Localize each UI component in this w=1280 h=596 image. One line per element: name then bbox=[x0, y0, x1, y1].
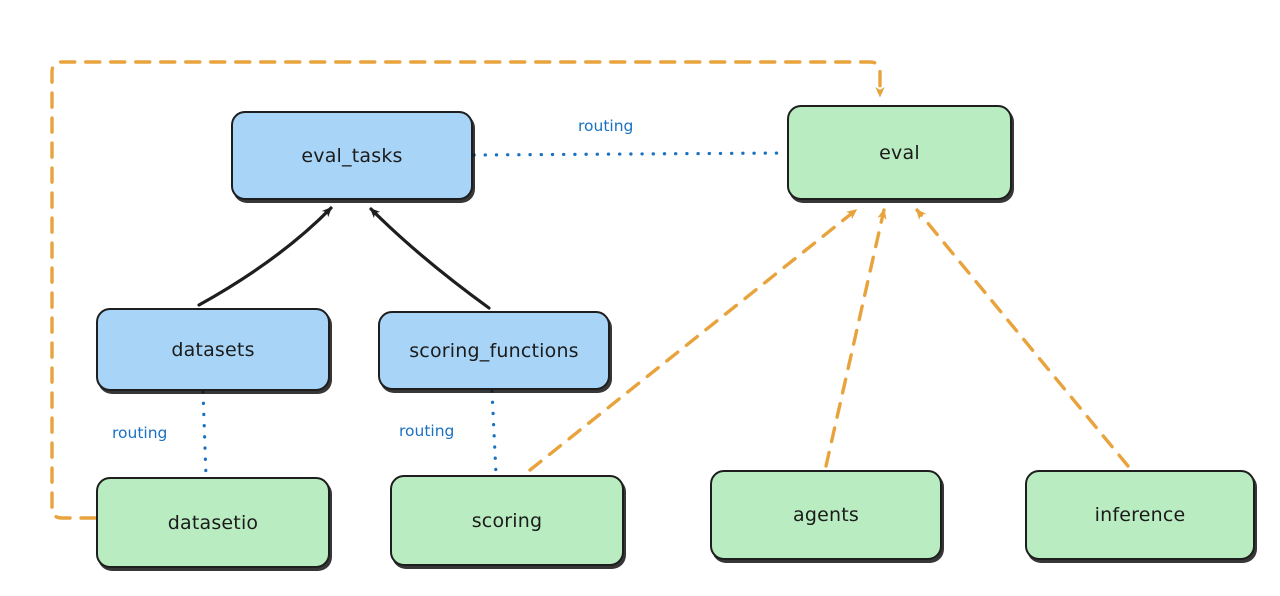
edge-scoring_functions-eval_tasks bbox=[369, 207, 491, 310]
edge-label-routing-scoring: routing bbox=[399, 422, 455, 440]
edge-datasets-eval_tasks bbox=[197, 206, 333, 307]
node-agents[interactable]: agents bbox=[710, 470, 942, 560]
node-label-agents: agents bbox=[793, 504, 859, 526]
routing-edges bbox=[201, 151, 788, 478]
node-eval-tasks[interactable]: eval_tasks bbox=[231, 111, 473, 200]
node-inference[interactable]: inference bbox=[1025, 470, 1255, 560]
edge-eval_tasks-eval bbox=[472, 151, 788, 157]
node-eval[interactable]: eval bbox=[787, 105, 1012, 200]
composition-edges bbox=[197, 206, 491, 310]
edge-datasetio-eval bbox=[50, 60, 885, 520]
edge-label-routing-eval: routing bbox=[578, 117, 634, 135]
node-datasets[interactable]: datasets bbox=[96, 308, 330, 391]
node-datasetio[interactable]: datasetio bbox=[96, 477, 330, 568]
node-label-datasets: datasets bbox=[171, 338, 255, 361]
edge-scoring-eval bbox=[528, 208, 858, 472]
node-scoring[interactable]: scoring bbox=[390, 475, 624, 566]
edge-scoring_functions-scoring bbox=[490, 389, 498, 476]
node-label-eval: eval bbox=[879, 141, 920, 164]
node-label-scoring-functions: scoring_functions bbox=[409, 339, 579, 362]
node-label-eval-tasks: eval_tasks bbox=[301, 144, 403, 167]
dependency-edges bbox=[50, 60, 1130, 520]
edge-agents-eval bbox=[824, 208, 887, 468]
node-label-inference: inference bbox=[1094, 504, 1186, 526]
node-label-scoring: scoring bbox=[471, 509, 543, 532]
edge-datasets-datasetio bbox=[201, 390, 208, 478]
node-label-datasetio: datasetio bbox=[167, 511, 259, 534]
edge-inference-eval bbox=[915, 208, 1130, 468]
node-scoring-functions[interactable]: scoring_functions bbox=[378, 311, 610, 390]
edge-label-routing-datasetio: routing bbox=[112, 424, 168, 442]
